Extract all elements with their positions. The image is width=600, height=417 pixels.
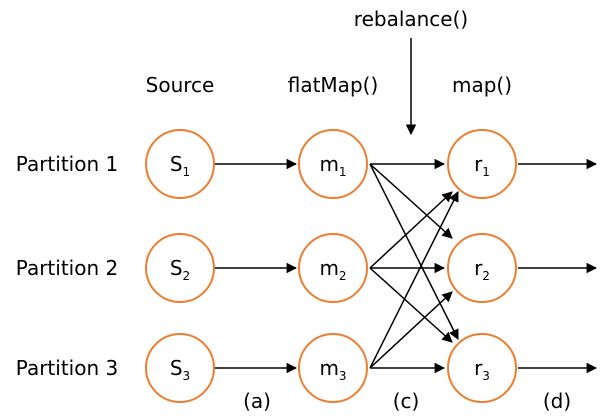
svg-text:m3: m3 — [319, 356, 346, 383]
partition-label-2: Partition 2 — [16, 256, 118, 280]
partition-label-1: Partition 1 — [16, 152, 118, 176]
edge-m2-r1 — [369, 191, 453, 269]
node-m1-label: m — [319, 152, 338, 176]
edge-m3-r1 — [369, 191, 459, 369]
svg-text:S1: S1 — [170, 152, 190, 179]
node-r1: r1 — [447, 129, 517, 199]
node-m3-subscript: 3 — [339, 369, 347, 383]
node-s3-subscript: 3 — [183, 369, 191, 383]
node-r2-subscript: 2 — [482, 269, 490, 283]
column-header-map: map() — [452, 73, 512, 97]
column-header-flatmap: flatMap() — [288, 73, 379, 97]
node-m3-label: m — [319, 356, 338, 380]
node-s2: S2 — [145, 233, 215, 303]
svg-text:m2: m2 — [319, 256, 346, 283]
svg-text:S3: S3 — [170, 356, 190, 383]
node-s2-subscript: 2 — [183, 269, 191, 283]
svg-text:r3: r3 — [474, 356, 490, 383]
node-r2-label: r — [474, 256, 483, 280]
edge-m1-r2 — [369, 163, 453, 239]
node-m2: m2 — [298, 233, 368, 303]
node-r3: r3 — [447, 333, 517, 403]
edge-m1-r3 — [369, 163, 459, 340]
node-s3-label: S — [170, 356, 183, 380]
node-s2-label: S — [170, 256, 183, 280]
svg-text:r2: r2 — [474, 256, 490, 283]
svg-text:m1: m1 — [319, 152, 346, 179]
stage-label-d: (d) — [543, 389, 571, 413]
node-m1-subscript: 1 — [339, 165, 347, 179]
node-m1: m1 — [298, 129, 368, 199]
node-r2: r2 — [447, 233, 517, 303]
edge-m3-r2 — [369, 291, 453, 369]
node-m3: m3 — [298, 333, 368, 403]
partition-label-3: Partition 3 — [16, 356, 118, 380]
node-r1-label: r — [474, 152, 483, 176]
node-r3-subscript: 3 — [482, 369, 490, 383]
stage-label-a: (a) — [243, 389, 271, 413]
node-m2-label: m — [319, 256, 338, 280]
svg-text:S2: S2 — [170, 256, 190, 283]
node-s3: S3 — [145, 333, 215, 403]
node-s1: S1 — [145, 129, 215, 199]
rebalance-label: rebalance() — [354, 7, 468, 31]
node-s1-subscript: 1 — [183, 165, 191, 179]
svg-text:r1: r1 — [474, 152, 490, 179]
node-s1-label: S — [170, 152, 183, 176]
node-r3-label: r — [474, 356, 483, 380]
column-header-source: Source — [146, 73, 215, 97]
edge-m2-r3 — [369, 267, 453, 343]
stage-label-c: (c) — [393, 389, 420, 413]
node-m2-subscript: 2 — [339, 269, 347, 283]
node-r1-subscript: 1 — [482, 165, 490, 179]
